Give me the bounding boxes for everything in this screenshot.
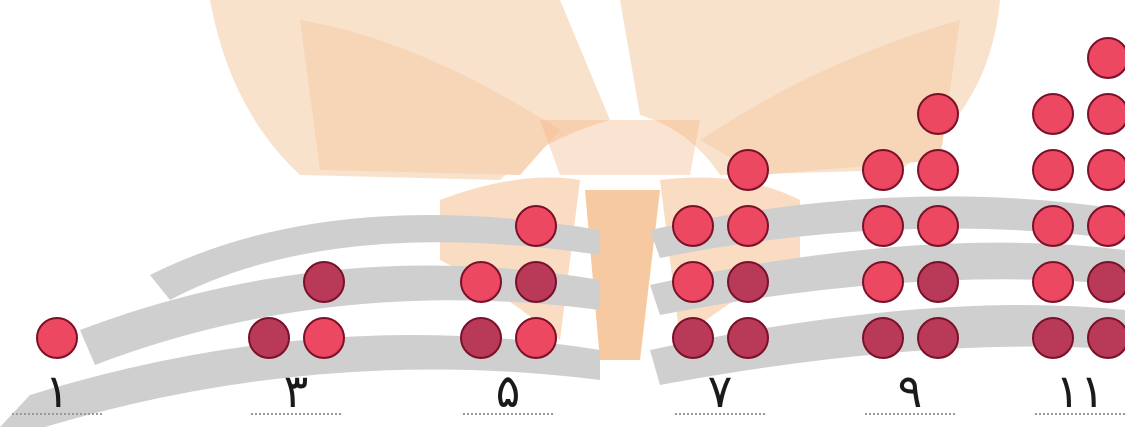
counting-dot <box>515 317 557 359</box>
counting-dot <box>917 93 959 135</box>
counting-dot <box>1087 37 1125 79</box>
counting-dot <box>460 261 502 303</box>
counting-dot <box>862 317 904 359</box>
counting-dot <box>515 205 557 247</box>
counting-dot <box>727 317 769 359</box>
numeral-baseline <box>675 413 765 415</box>
counting-dot <box>672 261 714 303</box>
counting-dot <box>1032 93 1074 135</box>
counting-dot <box>1087 317 1125 359</box>
group-numeral: ۱۱ <box>1035 368 1125 414</box>
numeral-baseline <box>463 413 553 415</box>
numeral-baseline <box>1035 413 1125 415</box>
counting-dot <box>1032 261 1074 303</box>
counting-dot <box>1087 261 1125 303</box>
counting-dot <box>727 205 769 247</box>
group-numeral: ۷ <box>675 368 765 414</box>
counting-dot <box>672 205 714 247</box>
numeral-baseline <box>865 413 955 415</box>
counting-dot <box>862 205 904 247</box>
numeral-baseline <box>12 413 102 415</box>
counting-dot <box>727 149 769 191</box>
counting-dot <box>36 317 78 359</box>
counting-dot <box>862 149 904 191</box>
counting-dot <box>672 317 714 359</box>
counting-dot <box>460 317 502 359</box>
counting-dot <box>1032 149 1074 191</box>
counting-dot <box>303 317 345 359</box>
counting-dot <box>1032 205 1074 247</box>
counting-dot <box>303 261 345 303</box>
counting-dot <box>1032 317 1074 359</box>
numeral-baseline <box>251 413 341 415</box>
counting-dot <box>1087 149 1125 191</box>
counting-dot <box>862 261 904 303</box>
counting-dot <box>917 317 959 359</box>
counting-dot <box>1087 93 1125 135</box>
counting-dot <box>1087 205 1125 247</box>
group-numeral: ۳ <box>251 368 341 414</box>
group-numeral: ۵ <box>463 368 553 414</box>
counting-dot <box>248 317 290 359</box>
counting-dot <box>917 149 959 191</box>
counting-dot <box>727 261 769 303</box>
group-numeral: ۹ <box>865 368 955 414</box>
counting-dot <box>515 261 557 303</box>
counting-dot <box>917 261 959 303</box>
counting-dot <box>917 205 959 247</box>
group-numeral: ۱ <box>12 368 102 414</box>
